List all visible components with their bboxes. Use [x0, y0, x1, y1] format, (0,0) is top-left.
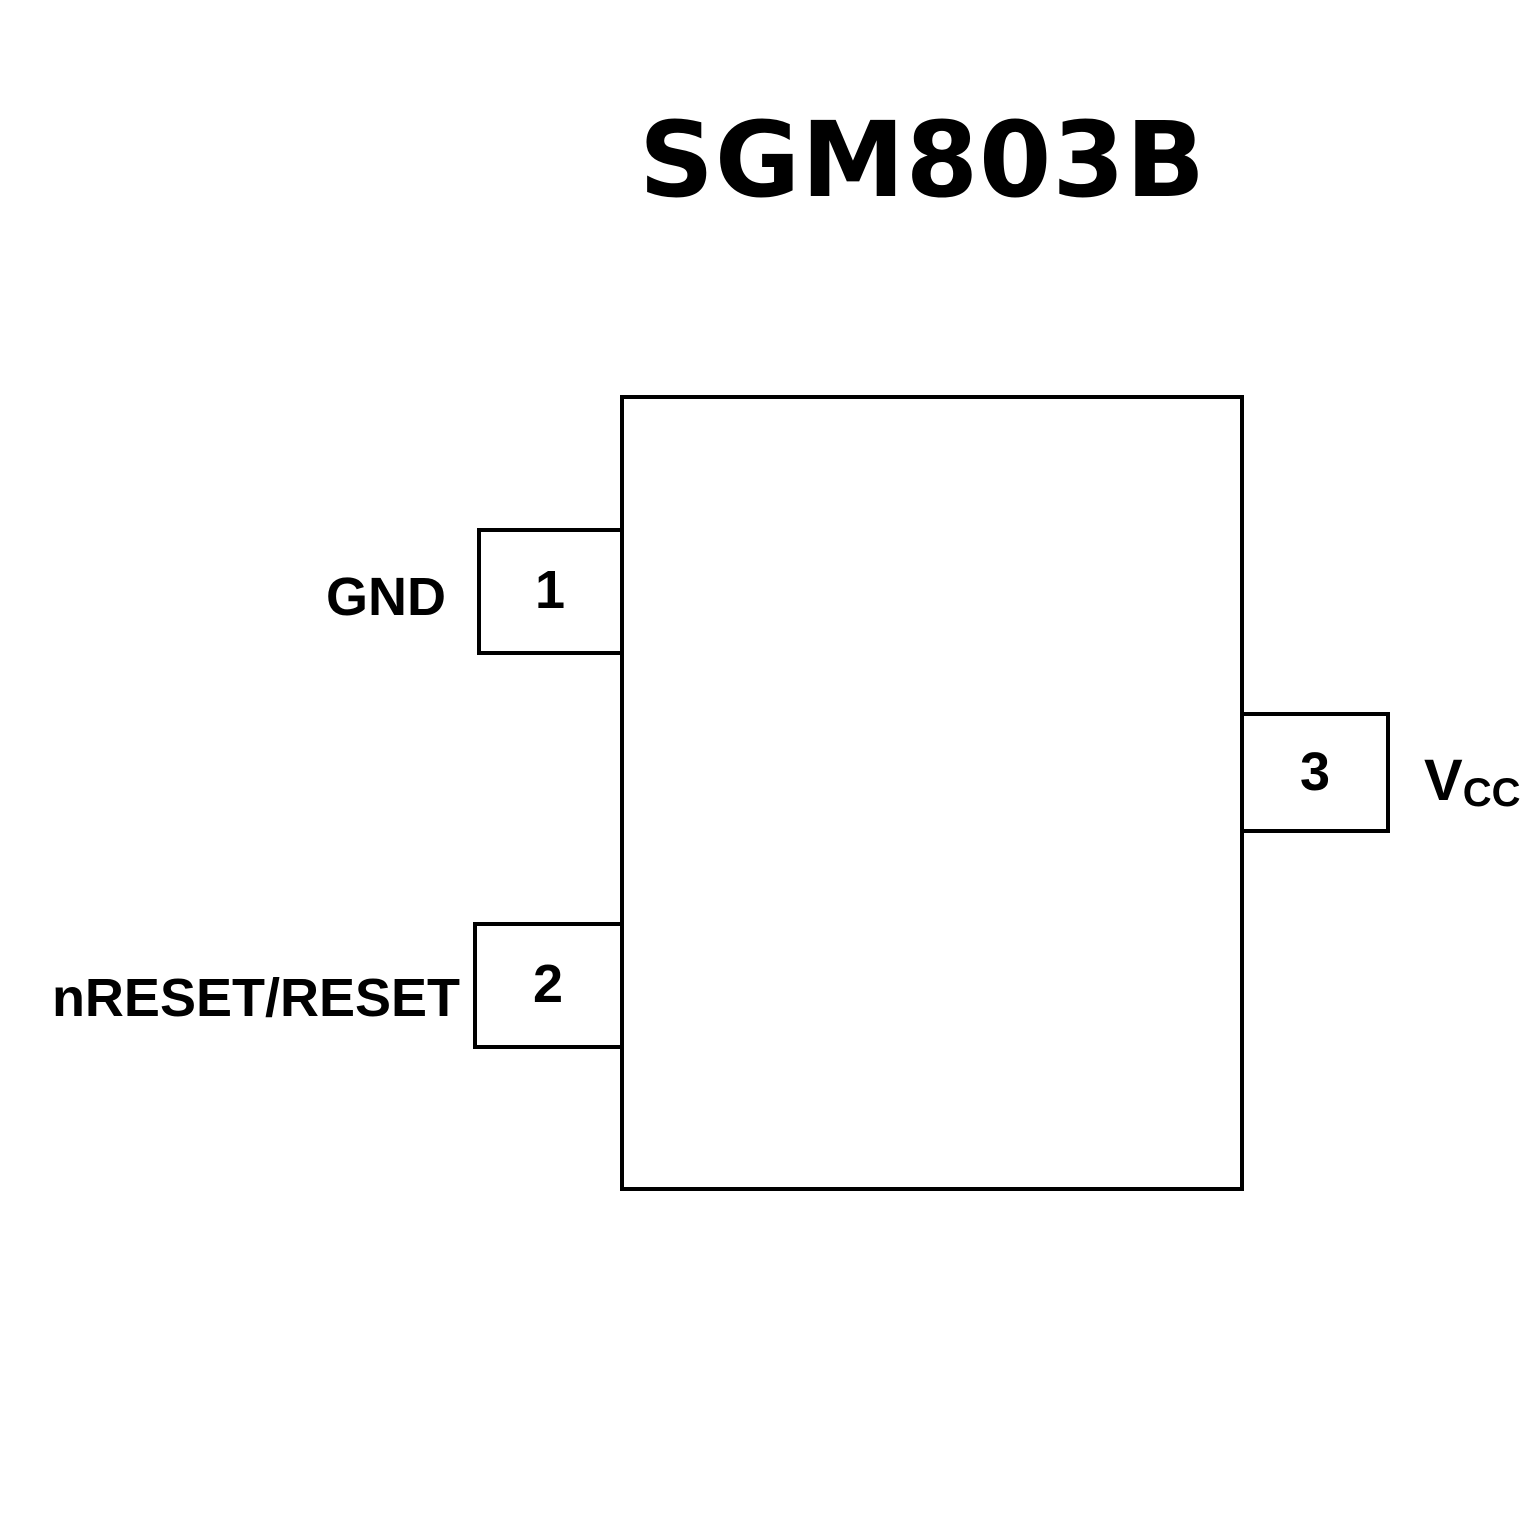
pin-3-name-subscript: CC — [1463, 771, 1521, 815]
pin-2: 2 nRESET/RESET — [52, 922, 624, 1049]
pin-2-number: 2 — [533, 954, 563, 1014]
pin-1: 1 GND — [326, 528, 624, 655]
pin-3-box — [1240, 712, 1390, 833]
pin-1-name: GND — [326, 567, 446, 627]
pin-2-name: nRESET/RESET — [52, 968, 460, 1028]
pin-3-name-main: V — [1424, 748, 1463, 813]
pin-1-number: 1 — [535, 560, 565, 620]
pin-2-box — [473, 922, 624, 1049]
pin-3: 3 VCC — [1240, 712, 1520, 833]
pin-3-name: VCC — [1424, 748, 1520, 815]
chip-body — [620, 395, 1244, 1191]
pin-1-box — [477, 528, 624, 655]
chip-title: SGM803B — [638, 99, 1207, 221]
pin-3-number: 3 — [1300, 742, 1330, 802]
